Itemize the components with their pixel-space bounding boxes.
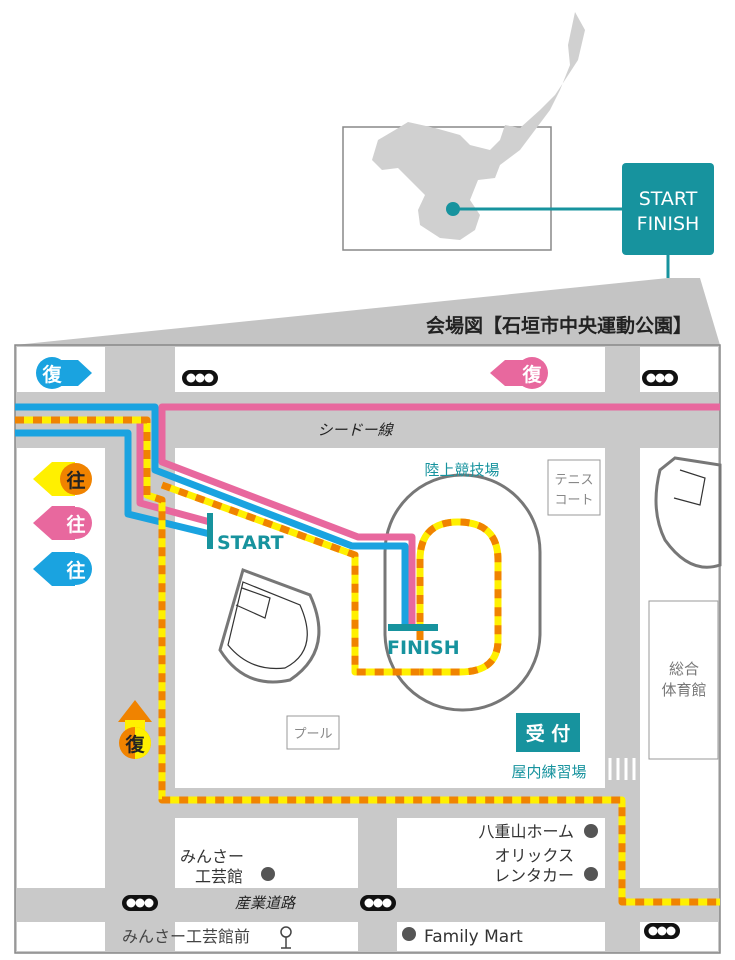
traffic-light-icon	[642, 370, 678, 386]
bus-stop-icon	[280, 926, 292, 949]
traffic-light-icon	[122, 895, 158, 911]
landmark-dot	[584, 824, 598, 838]
tennis-label-1: テニス	[554, 473, 593, 488]
marker-return-blue: 復	[36, 357, 92, 389]
yaeyama-label: 八重山ホーム	[478, 822, 574, 841]
route-blue-top	[15, 403, 409, 625]
finish-line	[388, 624, 438, 631]
crosswalk	[608, 758, 636, 780]
minsa-label-2: 工芸館	[195, 867, 243, 886]
family-mart-label: Family Mart	[424, 927, 523, 947]
landmark-dot	[261, 867, 275, 881]
landmark-dot	[584, 867, 598, 881]
tennis-label-2: コート	[554, 493, 593, 508]
orix-label-2: レンタカー	[494, 866, 574, 885]
indoor-practice-label: 屋内練習場	[511, 763, 586, 781]
svg-text:復: 復	[521, 363, 542, 386]
svg-text:往: 往	[66, 559, 85, 582]
stadium-label: 陸上競技場	[424, 461, 499, 479]
marker-out-blue: 往	[33, 552, 92, 586]
badge-finish-text: FINISH	[637, 213, 700, 235]
ishigaki-island	[372, 12, 585, 240]
inset-map: START FINISH	[342, 12, 714, 278]
zoom-projection	[15, 278, 720, 345]
traffic-light-icon	[360, 895, 396, 911]
traffic-light-icon	[182, 370, 218, 386]
gym-label-2: 体育館	[661, 681, 706, 699]
start-line	[207, 513, 213, 549]
marker-out-pink: 往	[33, 506, 92, 540]
svg-text:往: 往	[66, 469, 85, 492]
map-title: 会場図【石垣市中央運動公園】	[426, 314, 692, 337]
landmark-dot	[402, 927, 416, 941]
course-routes	[15, 403, 720, 906]
marker-return-orange: 復	[118, 700, 152, 759]
gym-label-1: 総合	[669, 660, 699, 678]
reception-label: 受 付	[526, 722, 571, 745]
route-pink-top	[158, 403, 720, 625]
svg-text:復: 復	[41, 363, 62, 386]
reception-badge	[516, 713, 580, 752]
traffic-lights	[122, 370, 680, 939]
badge-start-text: START	[639, 188, 698, 210]
route-blue-start	[15, 429, 211, 538]
bus-stop-label: みんさー工芸館前	[122, 927, 250, 946]
road-label-sangyo: 産業道路	[235, 894, 297, 912]
minsa-label-1: みんさー	[180, 847, 244, 866]
start-finish-badge	[622, 163, 714, 255]
road-label-seedo: シードー線	[317, 421, 394, 439]
svg-text:往: 往	[66, 513, 85, 536]
svg-text:復: 復	[124, 733, 145, 756]
pool-label: プール	[293, 727, 332, 742]
main-map: シードー線 産業道路 陸上競技場 テニス コート 総合 体育館 プール 受 付 …	[14, 344, 722, 954]
route-yellow-orange	[15, 416, 720, 906]
baseball-field-left	[218, 568, 321, 684]
traffic-light-icon	[644, 923, 680, 939]
marker-out-orange: 往	[33, 462, 92, 496]
marker-return-pink: 復	[490, 357, 548, 389]
start-label: START	[217, 532, 284, 554]
orix-label-1: オリックス	[494, 846, 574, 865]
finish-label: FINISH	[387, 637, 460, 659]
